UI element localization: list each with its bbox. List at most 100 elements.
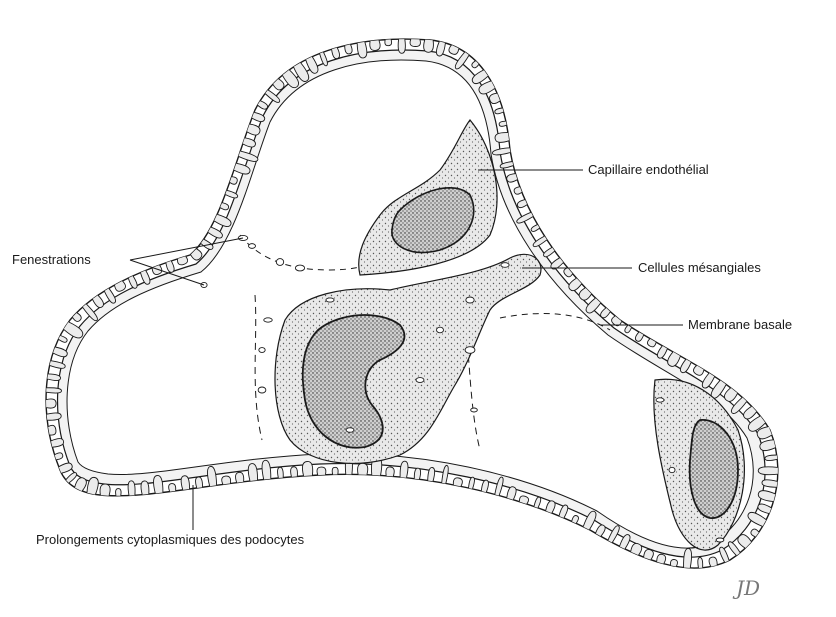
label-cellules-mesangiales: Cellules mésangiales — [638, 260, 761, 276]
podocyte-foot-process — [320, 52, 328, 66]
podocyte-foot-process — [507, 487, 516, 500]
organelle-dot — [264, 318, 272, 322]
podocyte-foot-process — [196, 477, 203, 488]
podocyte-foot-process — [670, 559, 677, 566]
organelle-dot — [295, 265, 304, 271]
podocyte-foot-process — [751, 529, 759, 537]
podocyte-foot-process — [709, 557, 717, 567]
podocyte-foot-process — [154, 475, 163, 493]
podocyte-foot-process — [46, 388, 61, 393]
podocyte-foot-process — [720, 547, 730, 562]
podocyte-foot-process — [495, 108, 504, 114]
podocyte-foot-process — [302, 461, 312, 476]
organelle-dot — [416, 378, 424, 383]
podocyte-foot-process — [507, 174, 518, 183]
organelle-dot — [258, 387, 266, 393]
podocyte-foot-process — [225, 190, 237, 198]
podocyte-foot-process — [100, 484, 110, 496]
organelle-dot — [716, 538, 724, 542]
organelle-dot — [465, 347, 475, 354]
podocyte-foot-process — [744, 406, 757, 419]
podocyte-foot-process — [128, 276, 137, 288]
podocyte-foot-process — [385, 39, 392, 45]
podocyte-foot-process — [181, 476, 189, 490]
organelle-dot — [326, 298, 334, 302]
podocyte-foot-process — [345, 44, 352, 54]
podocyte-foot-process — [711, 380, 726, 398]
podocyte-foot-process — [519, 496, 528, 504]
podocyte-foot-process — [724, 388, 737, 402]
podocyte-foot-process — [668, 352, 681, 367]
podocyte-foot-process — [291, 467, 298, 477]
podocyte-foot-process — [278, 467, 284, 478]
podocyte-foot-process — [728, 542, 740, 556]
podocyte-foot-process — [765, 455, 777, 461]
podocyte-foot-process — [208, 227, 222, 238]
label-fenestrations: Fenestrations — [12, 252, 91, 268]
podocyte-foot-process — [495, 133, 509, 143]
podocyte-foot-process — [693, 365, 703, 375]
podocyte-foot-process — [453, 478, 462, 487]
podocyte-foot-process — [472, 61, 479, 68]
podocyte-foot-process — [46, 399, 56, 408]
podocyte-foot-process — [400, 461, 408, 478]
podocyte-foot-process — [358, 463, 368, 475]
podocyte-foot-process — [579, 288, 591, 300]
podocyte-foot-process — [534, 497, 541, 508]
podocyte-foot-process — [490, 93, 501, 103]
podocyte-foot-process — [92, 295, 103, 307]
podocyte-foot-process — [469, 477, 475, 489]
podocyte-foot-process — [177, 256, 187, 265]
organelle-dot — [259, 348, 265, 353]
podocyte-foot-process — [748, 512, 766, 526]
podocyte-foot-process — [317, 467, 326, 475]
podocyte-foot-process — [53, 347, 67, 357]
label-podocytes: Prolongements cytoplasmiques des podocyt… — [36, 532, 304, 548]
organelle-dot — [501, 263, 509, 268]
podocyte-foot-process — [758, 504, 772, 514]
podocyte-foot-process — [698, 557, 703, 568]
podocyte-foot-process — [601, 308, 611, 318]
podocyte-foot-process — [141, 481, 149, 495]
organelle-dot — [669, 467, 675, 472]
podocyte-foot-process — [684, 548, 692, 568]
podocyte-foot-process — [47, 413, 62, 420]
podocyte-foot-process — [169, 484, 176, 492]
podocyte-foot-process — [760, 440, 776, 451]
label-capillaire-endothelial: Capillaire endothélial — [588, 162, 709, 178]
podocyte-foot-process — [414, 468, 420, 479]
podocyte-foot-process — [51, 439, 64, 448]
podocyte-foot-process — [449, 45, 459, 54]
podocyte-foot-process — [166, 261, 174, 272]
podocyte-foot-process — [564, 268, 573, 277]
podocyte-foot-process — [75, 478, 87, 491]
podocyte-foot-process — [104, 288, 115, 303]
podocyte-foot-process — [738, 535, 752, 549]
organelle-dot — [437, 327, 444, 333]
podocyte-foot-process — [273, 79, 284, 90]
podocyte-foot-process — [59, 463, 73, 473]
organelle-dot — [471, 408, 478, 412]
podocyte-foot-process — [222, 476, 231, 484]
podocyte-foot-process — [141, 270, 150, 284]
podocyte-foot-process — [410, 39, 420, 46]
podocyte-foot-process — [544, 247, 555, 256]
podocyte-foot-process — [386, 467, 394, 476]
podocyte-foot-process — [128, 481, 135, 496]
podocyte-foot-process — [499, 121, 506, 126]
label-membrane-basale: Membrane basale — [688, 317, 792, 333]
organelle-dot — [346, 428, 354, 432]
podocyte-foot-process — [236, 472, 244, 482]
podocyte-foot-process — [332, 48, 340, 59]
podocyte-foot-process — [243, 138, 256, 147]
podocyte-foot-process — [398, 39, 405, 53]
podocyte-foot-process — [47, 374, 60, 381]
podocyte-foot-process — [66, 473, 77, 483]
podocyte-foot-process — [758, 467, 778, 475]
artist-signature: JD — [736, 576, 760, 600]
podocyte-foot-process — [424, 40, 434, 53]
podocyte-foot-process — [647, 339, 656, 347]
podocyte-foot-process — [546, 501, 555, 513]
